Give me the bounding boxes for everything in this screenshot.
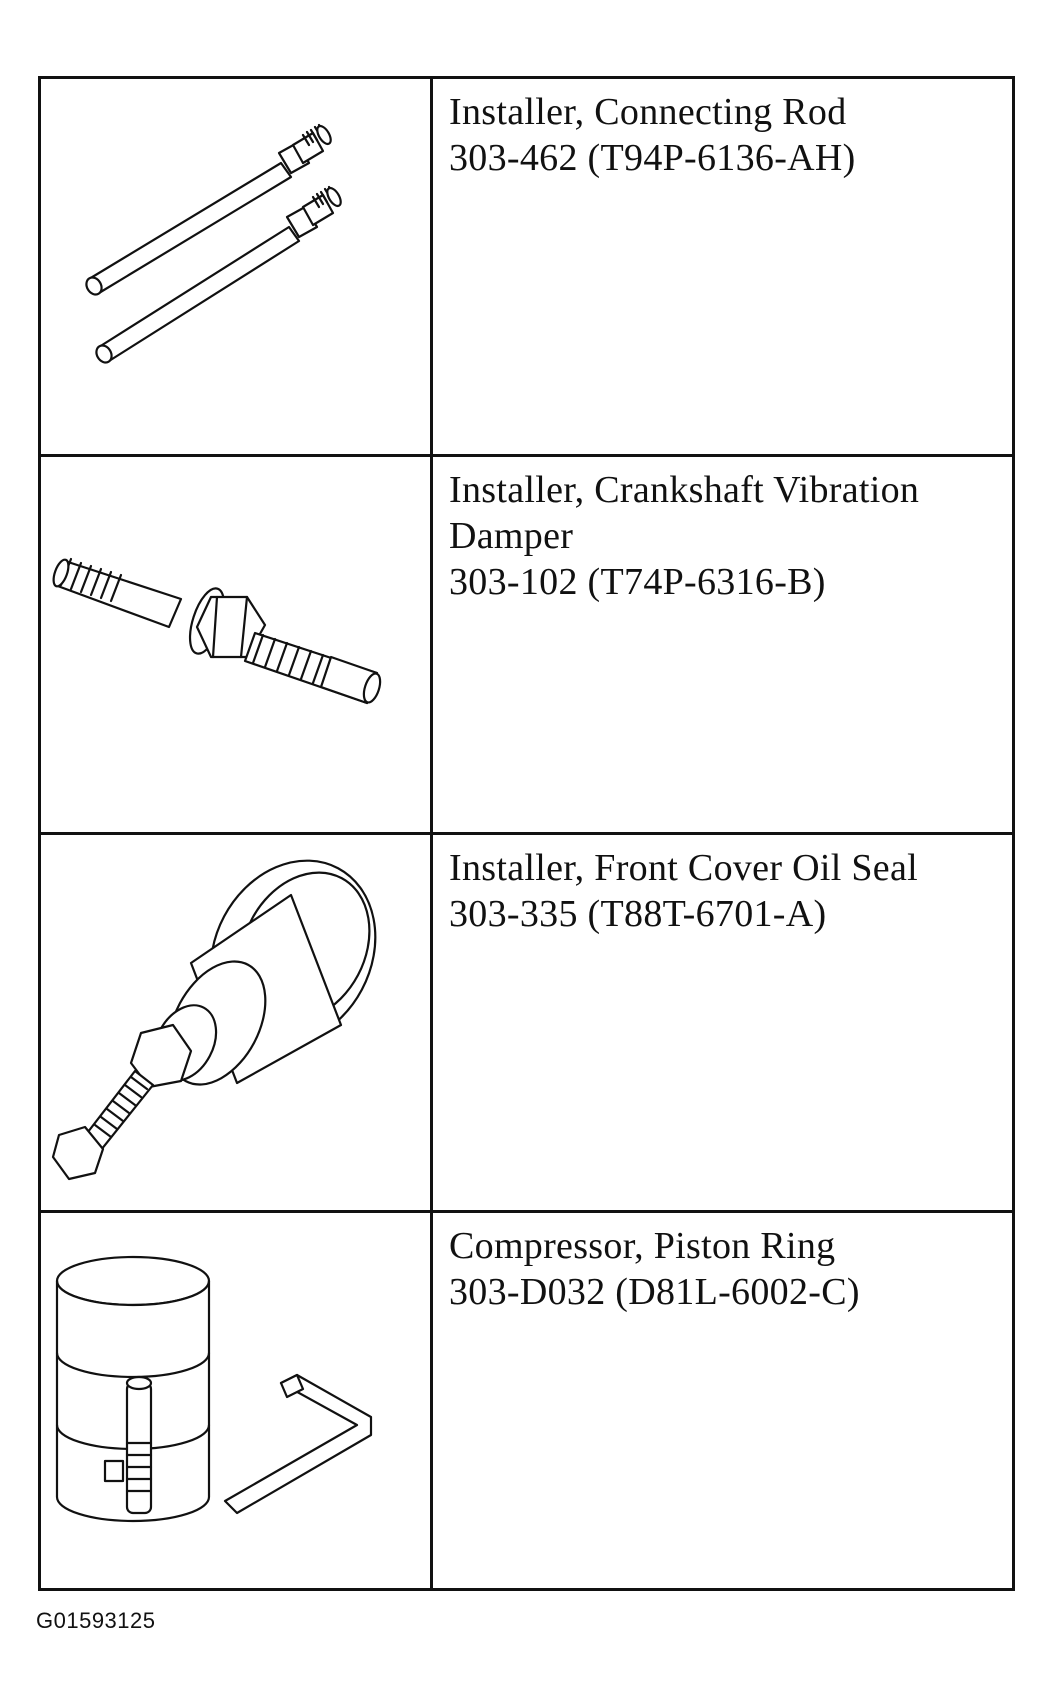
- piston-ring-compressor-illustration: [55, 1255, 373, 1523]
- front-cover-seal-installer-illustration: [51, 859, 377, 1181]
- tool-description-cell: Compressor, Piston Ring 303-D032 (D81L-6…: [430, 1210, 1015, 1591]
- tool-part-number: 303-D032 (D81L-6002-C): [449, 1271, 860, 1313]
- tool-illustration-cell: [38, 832, 433, 1213]
- tool-row: Installer, Crankshaft Vibration Damper 3…: [38, 454, 1015, 835]
- tool-illustration-cell: [38, 454, 433, 835]
- special-tools-table: Installer, Connecting Rod 303-462 (T94P-…: [38, 76, 1015, 1591]
- connecting-rod-installer-illustration: [85, 123, 342, 364]
- tool-description-cell: Installer, Crankshaft Vibration Damper 3…: [430, 454, 1015, 835]
- tool-name: Installer, Front Cover Oil Seal: [449, 847, 918, 889]
- vibration-damper-installer-illustration: [52, 557, 382, 705]
- tool-illustration-cell: [38, 1210, 433, 1591]
- tool-description-cell: Installer, Front Cover Oil Seal 303-335 …: [430, 832, 1015, 1213]
- tool-part-number: 303-102 (T74P-6316-B): [449, 561, 826, 603]
- tool-row: Installer, Front Cover Oil Seal 303-335 …: [38, 832, 1015, 1213]
- tool-name: Installer, Crankshaft Vibration: [449, 469, 920, 511]
- tool-name-continued: Damper: [449, 515, 574, 557]
- tool-row: Compressor, Piston Ring 303-D032 (D81L-6…: [38, 1210, 1015, 1591]
- tool-part-number: 303-335 (T88T-6701-A): [449, 893, 827, 935]
- tool-part-number: 303-462 (T94P-6136-AH): [449, 137, 856, 179]
- tool-name: Installer, Connecting Rod: [449, 91, 847, 133]
- tool-name: Compressor, Piston Ring: [449, 1225, 836, 1267]
- tool-row: Installer, Connecting Rod 303-462 (T94P-…: [38, 76, 1015, 457]
- tool-illustration-cell: [38, 76, 433, 457]
- figure-id: G01593125: [36, 1608, 156, 1633]
- tool-description-cell: Installer, Connecting Rod 303-462 (T94P-…: [430, 76, 1015, 457]
